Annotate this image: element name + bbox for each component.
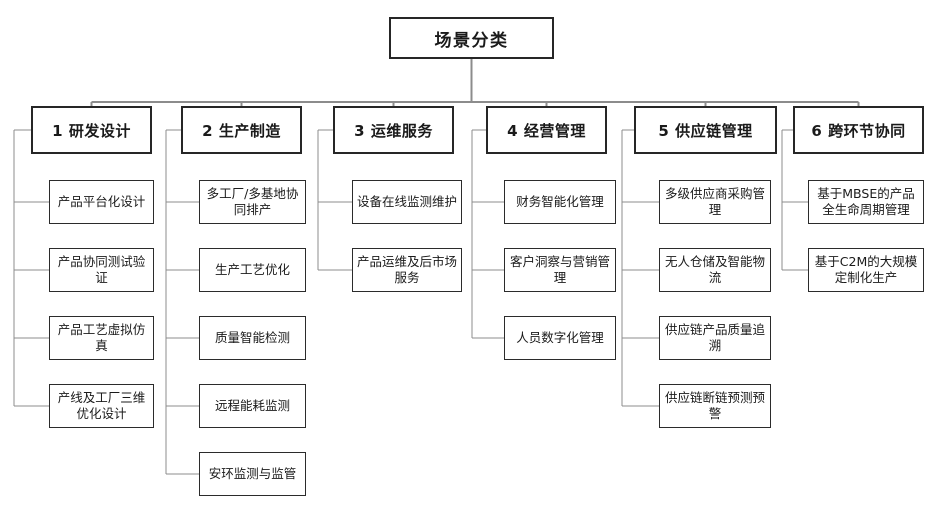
leaf-node[interactable]: 多工厂/多基地协同排产 <box>199 180 306 224</box>
leaf-node-label: 财务智能化管理 <box>516 193 604 209</box>
category-node-label: 1 研发设计 <box>52 121 131 140</box>
leaf-node-label: 多级供应商采购管理 <box>664 185 765 218</box>
leaf-node-label: 产品平台化设计 <box>57 193 146 209</box>
leaf-node[interactable]: 安环监测与监管 <box>199 452 306 496</box>
leaf-node[interactable]: 人员数字化管理 <box>504 316 616 360</box>
leaf-node[interactable]: 设备在线监测维护 <box>352 180 462 224</box>
leaf-node-label: 设备在线监测维护 <box>357 193 458 209</box>
leaf-node-label: 远程能耗监测 <box>214 397 290 413</box>
category-node-1[interactable]: 1 研发设计 <box>31 106 152 154</box>
leaf-node[interactable]: 产品平台化设计 <box>49 180 154 224</box>
leaf-node[interactable]: 供应链产品质量追溯 <box>659 316 771 360</box>
leaf-node-label: 安环监测与监管 <box>208 465 297 481</box>
leaf-node-label: 生产工艺优化 <box>214 261 290 277</box>
category-node-6[interactable]: 6 跨环节协同 <box>793 106 924 154</box>
category-node-5[interactable]: 5 供应链管理 <box>634 106 777 154</box>
leaf-node-label: 产线及工厂三维优化设计 <box>57 389 146 422</box>
leaf-node[interactable]: 供应链断链预测预警 <box>659 384 771 428</box>
leaf-node[interactable]: 产品协同测试验证 <box>49 248 154 292</box>
leaf-node-label: 产品运维及后市场服务 <box>357 253 458 286</box>
leaf-node[interactable]: 基于MBSE的产品全生命周期管理 <box>808 180 924 224</box>
category-node-label: 3 运维服务 <box>354 121 433 140</box>
root-node-scene-classification[interactable]: 场景分类 <box>389 17 554 59</box>
leaf-node[interactable]: 远程能耗监测 <box>199 384 306 428</box>
leaf-node-label: 人员数字化管理 <box>516 329 604 345</box>
category-node-4[interactable]: 4 经营管理 <box>486 106 607 154</box>
leaf-node-label: 无人仓储及智能物流 <box>664 253 765 286</box>
leaf-node[interactable]: 财务智能化管理 <box>504 180 616 224</box>
leaf-node-label: 产品工艺虚拟仿真 <box>57 321 146 354</box>
leaf-node-label: 供应链断链预测预警 <box>664 389 765 422</box>
category-node-label: 4 经营管理 <box>507 121 586 140</box>
leaf-node[interactable]: 基于C2M的大规模定制化生产 <box>808 248 924 292</box>
leaf-node[interactable]: 多级供应商采购管理 <box>659 180 771 224</box>
leaf-node[interactable]: 无人仓储及智能物流 <box>659 248 771 292</box>
category-node-2[interactable]: 2 生产制造 <box>181 106 302 154</box>
leaf-node[interactable]: 质量智能检测 <box>199 316 306 360</box>
leaf-node-label: 多工厂/多基地协同排产 <box>206 185 299 218</box>
leaf-node-label: 基于C2M的大规模定制化生产 <box>814 253 918 286</box>
category-node-label: 2 生产制造 <box>202 121 281 140</box>
leaf-node[interactable]: 产品运维及后市场服务 <box>352 248 462 292</box>
leaf-node[interactable]: 生产工艺优化 <box>199 248 306 292</box>
root-node-label: 场景分类 <box>434 30 509 51</box>
leaf-node-label: 质量智能检测 <box>214 329 290 345</box>
leaf-node[interactable]: 产线及工厂三维优化设计 <box>49 384 154 428</box>
leaf-node[interactable]: 产品工艺虚拟仿真 <box>49 316 154 360</box>
leaf-node-label: 产品协同测试验证 <box>57 253 146 286</box>
leaf-node-label: 客户洞察与营销管理 <box>509 253 610 286</box>
category-node-3[interactable]: 3 运维服务 <box>333 106 454 154</box>
leaf-node-label: 基于MBSE的产品全生命周期管理 <box>817 185 915 218</box>
leaf-node-label: 供应链产品质量追溯 <box>664 321 765 354</box>
category-node-label: 5 供应链管理 <box>658 121 753 140</box>
category-node-label: 6 跨环节协同 <box>811 121 906 140</box>
leaf-node[interactable]: 客户洞察与营销管理 <box>504 248 616 292</box>
